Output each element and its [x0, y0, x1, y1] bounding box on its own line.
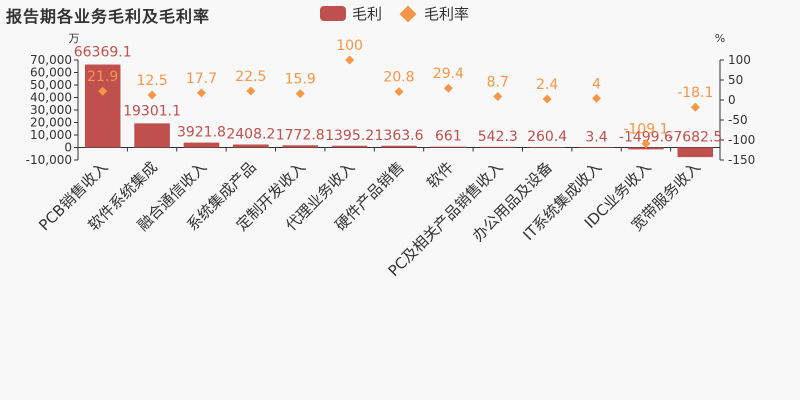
left-axis-unit: 万 [69, 32, 80, 45]
rate-point [542, 94, 552, 104]
left-axis-tick-label: 10,000 [30, 128, 72, 142]
bar-value-label: 1363.6 [375, 128, 424, 144]
rate-value-label: 15.9 [285, 72, 316, 88]
rate-point [196, 88, 206, 98]
x-axis-category-label: 软件 [423, 158, 457, 192]
rate-point [493, 92, 503, 102]
right-axis-tick-label: -50 [728, 113, 748, 127]
right-axis-tick-label: 50 [728, 73, 743, 87]
rate-value-label: 12.5 [136, 73, 167, 89]
rate-point [98, 86, 108, 96]
bar-value-label: 19301.1 [123, 103, 181, 119]
rate-value-label: 4 [592, 76, 601, 92]
bar [479, 146, 516, 148]
bar [233, 144, 269, 148]
right-axis-tick-label: -150 [728, 153, 755, 167]
left-axis-tick-label: 70,000 [30, 53, 72, 67]
legend-bar-label: 毛利 [352, 5, 383, 23]
bar [134, 123, 170, 148]
rate-value-label: 2.4 [536, 77, 558, 93]
rate-point [345, 55, 355, 65]
legend-bar-swatch [320, 6, 346, 21]
rate-value-label: -18.1 [677, 85, 713, 101]
rate-value-label: 29.4 [433, 66, 464, 82]
chart-title: 报告期各业务毛利及毛利率 [6, 7, 211, 26]
rate-value-label: 17.7 [186, 71, 217, 87]
bar-value-label: 1772.8 [276, 127, 325, 143]
legend-item-rate[interactable]: 毛利率 [394, 3, 469, 24]
left-axis-tick-label: 50,000 [30, 78, 72, 92]
bar-value-label: 661 [435, 129, 462, 145]
left-axis-tick-label: 60,000 [30, 66, 72, 80]
left-axis-tick-label: 20,000 [30, 116, 72, 130]
legend: 毛利 毛利率 [320, 3, 481, 24]
rate-point [295, 89, 305, 99]
rate-point [246, 86, 256, 96]
right-axis-tick-label: 0 [728, 93, 736, 107]
bar [677, 147, 714, 158]
rate-point [443, 83, 453, 93]
bar-value-label: 1395.2 [325, 128, 374, 144]
rate-point [690, 102, 700, 112]
rate-value-label: 100 [336, 38, 363, 54]
right-axis-tick-label: -100 [728, 133, 755, 147]
rate-point [394, 87, 404, 97]
bar-value-label: 66369.1 [74, 45, 132, 61]
left-axis-tick-label: 40,000 [30, 91, 72, 105]
bar-value-label: 2408.2 [226, 126, 275, 142]
bar-value-label: -1499.6 [619, 130, 673, 146]
bar [282, 145, 319, 148]
bar-value-label: 3.4 [585, 129, 607, 145]
bar-value-label: -7682.5 [668, 130, 722, 146]
bar-value-label: 542.3 [478, 129, 518, 145]
rate-value-label: 8.7 [487, 75, 509, 91]
bar [331, 145, 368, 148]
bar [381, 145, 417, 148]
left-axis-tick-label: 0 [64, 141, 72, 155]
bar [529, 147, 565, 148]
bar [430, 146, 467, 148]
bar [578, 147, 615, 148]
rate-value-label: 21.9 [87, 69, 118, 85]
left-axis-tick-label: -10,000 [26, 153, 72, 167]
bar-value-label: 260.4 [527, 129, 567, 145]
right-axis-tick-label: 100 [728, 53, 751, 67]
legend-rate-label: 毛利率 [424, 5, 470, 23]
rate-value-label: 20.8 [383, 70, 414, 86]
rate-value-label: 22.5 [235, 69, 266, 85]
legend-item-bar[interactable]: 毛利 [320, 3, 382, 24]
bar [84, 64, 121, 148]
left-axis-tick-label: 30,000 [30, 103, 72, 117]
rate-point [592, 93, 602, 103]
bar [183, 142, 220, 148]
rate-point [641, 139, 651, 149]
rate-value-label: -109.1 [623, 122, 668, 138]
bar [628, 147, 664, 150]
rate-point [147, 90, 157, 100]
bar-value-label: 3921.8 [177, 125, 226, 141]
right-axis-unit: % [715, 32, 725, 45]
